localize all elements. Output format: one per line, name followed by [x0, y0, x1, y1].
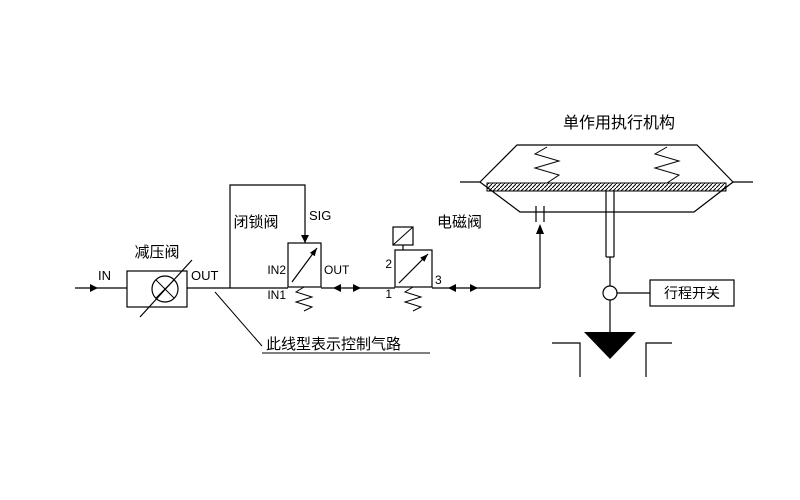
in1-port-label: IN1: [267, 288, 286, 302]
flow-arrow-right-icon: [353, 284, 361, 292]
leader-line: [214, 291, 263, 347]
sig-pilot-line: [229, 184, 306, 288]
flow-path-arrow-icon: [420, 254, 428, 262]
pressure-reducing-valve-label: 减压阀: [134, 244, 179, 261]
flow-arrow-left-icon: [333, 284, 341, 292]
solenoid-valve-label: 电磁阀: [437, 214, 482, 231]
port-3-label: 3: [435, 273, 442, 287]
pilot-arrow-down-icon: [301, 235, 309, 243]
lockup-out-port-label: OUT: [324, 263, 350, 277]
spring-icon: [533, 146, 561, 184]
limit-switch-contact-icon: [602, 285, 618, 301]
diaphragm: [486, 182, 727, 192]
control-line-annotation: 此线型表示控制气路: [266, 336, 401, 353]
control-valve-symbol: [552, 300, 672, 377]
main-air-line: [75, 206, 545, 292]
flow-arrow-right-icon: [90, 284, 98, 292]
annotation-leader: [214, 291, 430, 354]
spring-icon: [403, 286, 423, 312]
flow-path-arrow-icon: [309, 248, 317, 257]
port-2-label: 2: [385, 257, 392, 271]
sig-port-label: SIG: [309, 208, 331, 223]
lockup-valve-label: 闭锁阀: [233, 214, 278, 231]
valve-body-right: [645, 342, 672, 377]
in2-port-label: IN2: [267, 263, 286, 277]
lockup-valve-symbol: [229, 184, 322, 312]
port-1-label: 1: [385, 287, 392, 301]
actuator-symbol: [460, 144, 753, 286]
valve-body-left: [552, 342, 581, 377]
limit-switch-label: 行程开关: [664, 285, 720, 301]
regulator-body: [126, 270, 188, 308]
spring-icon: [653, 146, 681, 184]
regulator-adjust-line: [139, 259, 193, 318]
limit-switch-box: [649, 279, 735, 307]
flow-arrow-up-icon: [536, 224, 544, 234]
solenoid-body: [394, 249, 433, 288]
lockup-body: [287, 242, 322, 288]
in-port-label: IN: [98, 268, 111, 283]
solenoid-valve-symbol: [392, 226, 433, 312]
flow-arrow-left-icon: [448, 284, 456, 292]
valve-plug-icon: [584, 332, 636, 359]
regulator-element-icon: [151, 275, 179, 303]
spring-icon: [294, 286, 314, 312]
actuator-label: 单作用执行机构: [563, 114, 675, 132]
regulator-out-label: OUT: [191, 268, 219, 283]
pressure-reducing-valve-symbol: [126, 259, 193, 318]
flow-arrow-right-icon: [470, 284, 478, 292]
